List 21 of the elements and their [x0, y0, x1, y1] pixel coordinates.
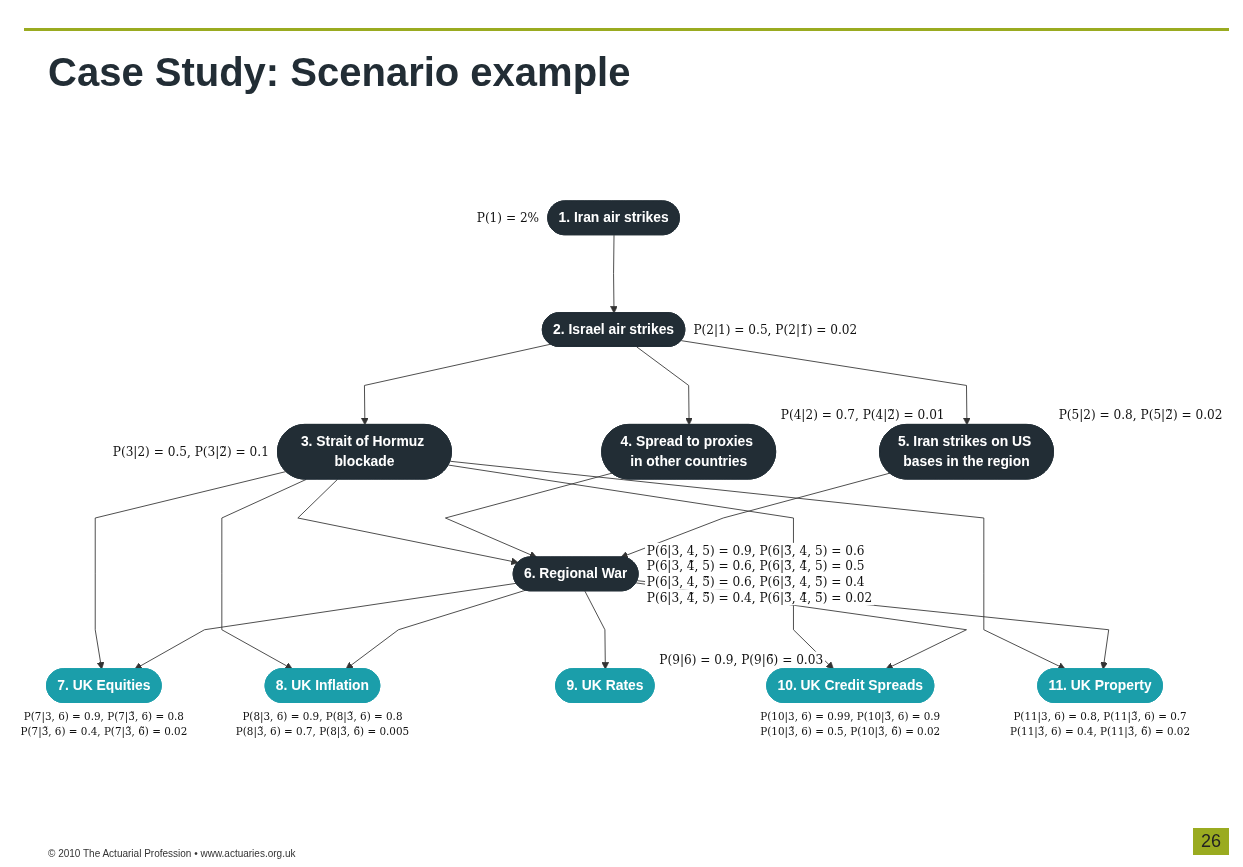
probability-formula: P(9|6) = 0.9, P(9|6̃) = 0.03 — [659, 652, 824, 667]
probability-formula: P(7|3, 6) = 0.9, P(7|3̃, 6) = 0.8 — [23, 709, 184, 722]
slide-title: Case Study: Scenario example — [48, 50, 631, 95]
probability-formula: P(8|3, 6) = 0.9, P(8|3̃, 6) = 0.8 — [242, 709, 403, 722]
probability-formula: P(6|3, 4̃, 5̃) = 0.4, P(6|3̃, 4̃, 5̃) = 0.02 — [646, 590, 873, 605]
probability-formula: P(6|3, 4̃, 5) = 0.6, P(6|3̃, 4̃, 5) = 0.5 — [646, 559, 865, 574]
page-number: 26 — [1192, 828, 1229, 855]
probability-formula: P(2|1) = 0.5, P(2|1̃) = 0.02 — [693, 322, 858, 337]
probability-formula: P(8|3̃, 6) = 0.7, P(8|3̃, 6̃) = 0.005 — [235, 725, 410, 738]
footer-text: © 2010 The Actuarial Profession • www.actuaries.org.uk — [48, 848, 296, 859]
probability-formula: P(6|3, 4, 5̃) = 0.6, P(6|3̃, 4, 5̃) = 0.4 — [646, 575, 865, 589]
probability-formula: P(10|3̃, 6) = 0.5, P(10|3̃, 6̃) = 0.02 — [760, 725, 941, 738]
probability-formula: P(1) = 2% — [476, 211, 540, 226]
probability-formula: P(10|3, 6) = 0.99, P(10|3̃, 6) = 0.9 — [760, 709, 941, 722]
probability-formula: P(3|2) = 0.5, P(3|2̃) = 0.1 — [112, 445, 269, 460]
probability-formula: P(11|3, 6) = 0.8, P(11|3̃, 6) = 0.7 — [1013, 709, 1187, 722]
probability-formula: P(7|3̃, 6) = 0.4, P(7|3̃, 6̃) = 0.02 — [20, 725, 188, 738]
probability-formula: P(11|3̃, 6) = 0.4, P(11|3̃, 6̃) = 0.02 — [1010, 725, 1190, 738]
probability-formula: P(5|2) = 0.8, P(5|2̃) = 0.02 — [1058, 408, 1223, 423]
probability-formula: P(6|3, 4, 5) = 0.9, P(6|3̃, 4, 5) = 0.6 — [646, 543, 865, 558]
probability-formula: P(4|2) = 0.7, P(4|2̃) = 0.01 — [780, 408, 945, 423]
